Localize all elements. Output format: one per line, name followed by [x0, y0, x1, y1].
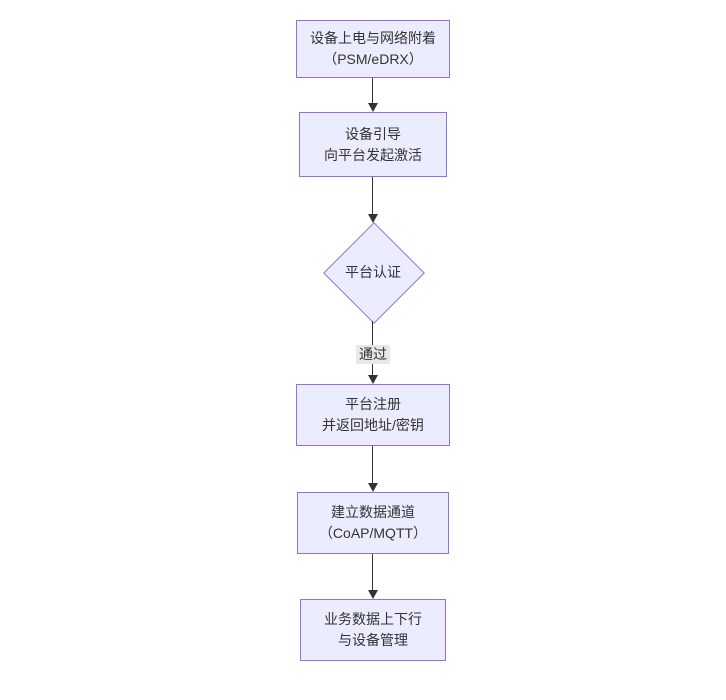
node-text-line: 平台认证: [345, 264, 401, 280]
node-platform-register: 平台注册 并返回地址/密钥: [296, 384, 450, 446]
edge-line: [372, 554, 373, 591]
node-business-data: 业务数据上下行 与设备管理: [300, 599, 446, 661]
edge-line: [372, 78, 373, 104]
node-device-bootstrap: 设备引导 向平台发起激活: [299, 112, 447, 177]
node-text-line: （CoAP/MQTT）: [318, 525, 428, 541]
arrowhead: [368, 375, 378, 384]
node-power-network-attach: 设备上电与网络附着 （PSM/eDRX）: [296, 20, 450, 78]
arrowhead: [368, 483, 378, 492]
node-text-line: 与设备管理: [338, 632, 408, 648]
node-text-line: 向平台发起激活: [324, 146, 422, 163]
node-text-line: 并返回地址/密钥: [322, 417, 424, 433]
edge-label-pass: 通过: [356, 345, 390, 364]
edge-line: [372, 177, 373, 215]
node-text-line: （PSM/eDRX）: [323, 51, 423, 67]
arrowhead: [368, 590, 378, 599]
node-data-channel: 建立数据通道 （CoAP/MQTT）: [297, 492, 449, 554]
node-text-line: 建立数据通道: [331, 504, 415, 520]
node-text-line: 设备引导: [345, 125, 401, 142]
arrowhead: [368, 214, 378, 223]
node-text-line: 业务数据上下行: [324, 611, 422, 627]
node-text-line: 平台注册: [345, 396, 401, 412]
node-text-line: 设备上电与网络附着: [310, 30, 436, 46]
edge-line: [372, 446, 373, 484]
arrowhead: [368, 103, 378, 112]
node-platform-auth: 平台认证: [323, 222, 425, 324]
